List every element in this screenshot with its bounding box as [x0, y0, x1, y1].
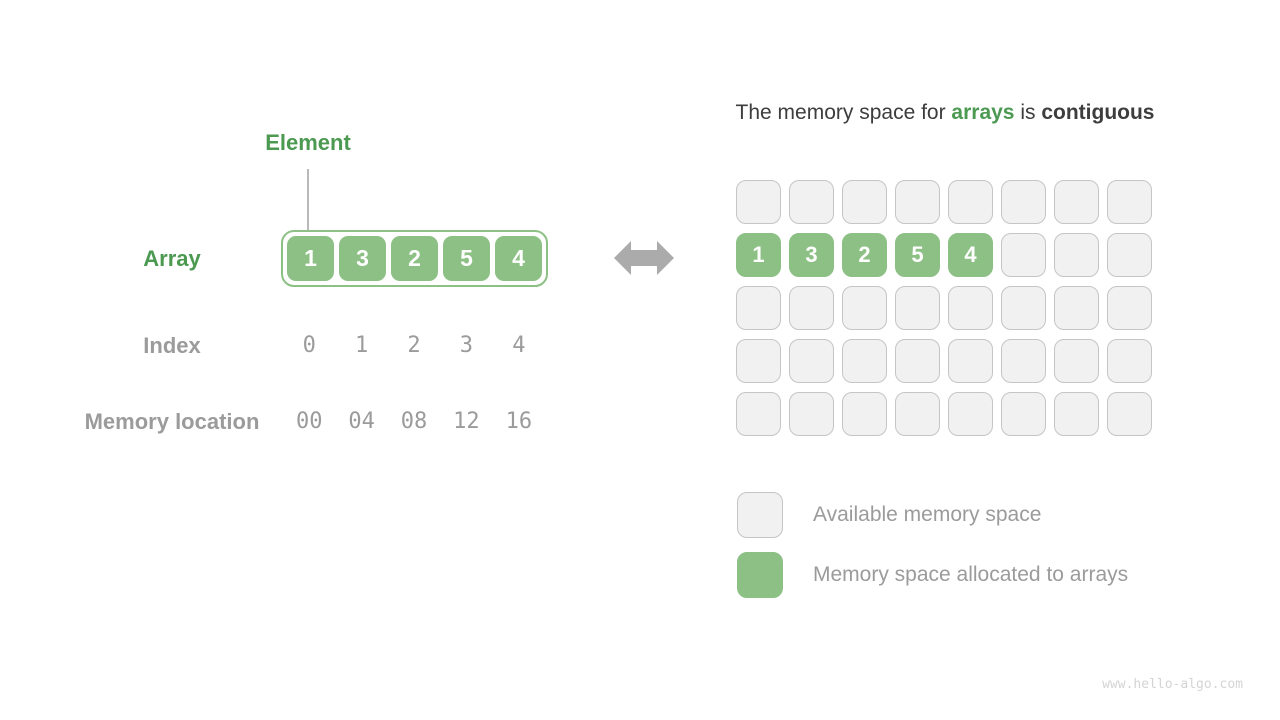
memory-cell-available-r3c0	[736, 339, 781, 383]
memory-cell-available-r4c3	[895, 392, 940, 436]
memory-cell-available-r2c1	[789, 286, 834, 330]
memory-location-row-label: Memory location	[84, 409, 260, 434]
memory-cell-available-r2c2	[842, 286, 887, 330]
memory-cell-allocated-1: 3	[789, 233, 834, 277]
array-element-cell-0: 1	[287, 236, 334, 281]
memory-cell-available-r2c3	[895, 286, 940, 330]
memory-cell-available-r4c5	[1001, 392, 1046, 436]
index-value-4: 4	[512, 333, 526, 358]
memory-cell-available-r0c3	[895, 180, 940, 224]
title-arrays-highlight: arrays	[951, 101, 1015, 124]
legend-item-allocated: Memory space allocated to arrays	[737, 552, 1128, 598]
memory-cell-available-r4c4	[948, 392, 993, 436]
memory-cell-available-r3c7	[1107, 339, 1152, 383]
memory-cell-available-r0c2	[842, 180, 887, 224]
memory-cell-available-r0c0	[736, 180, 781, 224]
memory-cell-available-r0c6	[1054, 180, 1099, 224]
memory-cell-allocated-0: 1	[736, 233, 781, 277]
memory-cell-available-r3c1	[789, 339, 834, 383]
legend-label-available: Available memory space	[813, 503, 1042, 526]
index-value-3: 3	[459, 333, 474, 358]
memory-location-value-3: 12	[453, 409, 480, 434]
memory-cell-available-r2c4	[948, 286, 993, 330]
double-headed-arrow-icon	[614, 238, 674, 283]
memory-cell-allocated-3: 5	[895, 233, 940, 277]
memory-cell-available-r3c3	[895, 339, 940, 383]
array-element-cell-3: 5	[443, 236, 490, 281]
watermark-url: www.hello-algo.com	[1102, 677, 1243, 692]
memory-cell-available-r3c5	[1001, 339, 1046, 383]
index-row-label: Index	[143, 333, 201, 358]
memory-cell-available-r1c5	[1001, 233, 1046, 277]
array-element-cell-2: 2	[391, 236, 438, 281]
memory-cell-available-r0c1	[789, 180, 834, 224]
memory-cell-available-r0c5	[1001, 180, 1046, 224]
memory-location-values-row: 00 04 08 12 16	[283, 409, 545, 434]
array-element-cell-1: 3	[339, 236, 386, 281]
memory-cell-available-r3c4	[948, 339, 993, 383]
memory-cell-allocated-2: 2	[842, 233, 887, 277]
legend-swatch-available	[737, 492, 783, 538]
array-row-label: Array	[143, 246, 201, 271]
memory-cell-available-r1c6	[1054, 233, 1099, 277]
memory-cell-available-r4c7	[1107, 392, 1152, 436]
element-pointer-line	[307, 169, 309, 231]
memory-cell-available-r0c4	[948, 180, 993, 224]
array-element-cell-4: 4	[495, 236, 542, 281]
memory-location-value-1: 04	[348, 409, 375, 434]
title-middle: is	[1014, 101, 1042, 124]
memory-location-value-2: 08	[400, 409, 428, 434]
index-values-row: 0 1 2 3 4	[283, 333, 545, 358]
diagram-title: The memory space for arrays is contiguou…	[640, 101, 1250, 125]
title-prefix: The memory space for	[735, 101, 952, 124]
memory-cell-available-r4c1	[789, 392, 834, 436]
element-callout-label: Element	[265, 130, 351, 155]
memory-cell-allocated-4: 4	[948, 233, 993, 277]
title-contiguous-emphasis: contiguous	[1041, 101, 1155, 124]
memory-cell-available-r3c2	[842, 339, 887, 383]
memory-cell-available-r3c6	[1054, 339, 1099, 383]
index-value-0: 0	[302, 333, 316, 358]
memory-cell-available-r4c2	[842, 392, 887, 436]
memory-cell-available-r2c6	[1054, 286, 1099, 330]
memory-cell-available-r4c0	[736, 392, 781, 436]
memory-cell-available-r1c7	[1107, 233, 1152, 277]
legend-item-available: Available memory space	[737, 492, 1128, 538]
legend-label-allocated: Memory space allocated to arrays	[813, 563, 1129, 586]
index-value-1: 1	[354, 333, 369, 358]
memory-cell-available-r2c0	[736, 286, 781, 330]
memory-location-value-4: 16	[505, 409, 533, 434]
legend-swatch-allocated	[737, 552, 783, 598]
memory-cell-available-r2c5	[1001, 286, 1046, 330]
memory-location-value-0: 00	[295, 409, 323, 434]
memory-cell-available-r2c7	[1107, 286, 1152, 330]
memory-cell-available-r0c7	[1107, 180, 1152, 224]
index-value-2: 2	[407, 333, 421, 358]
memory-cell-available-r4c6	[1054, 392, 1099, 436]
